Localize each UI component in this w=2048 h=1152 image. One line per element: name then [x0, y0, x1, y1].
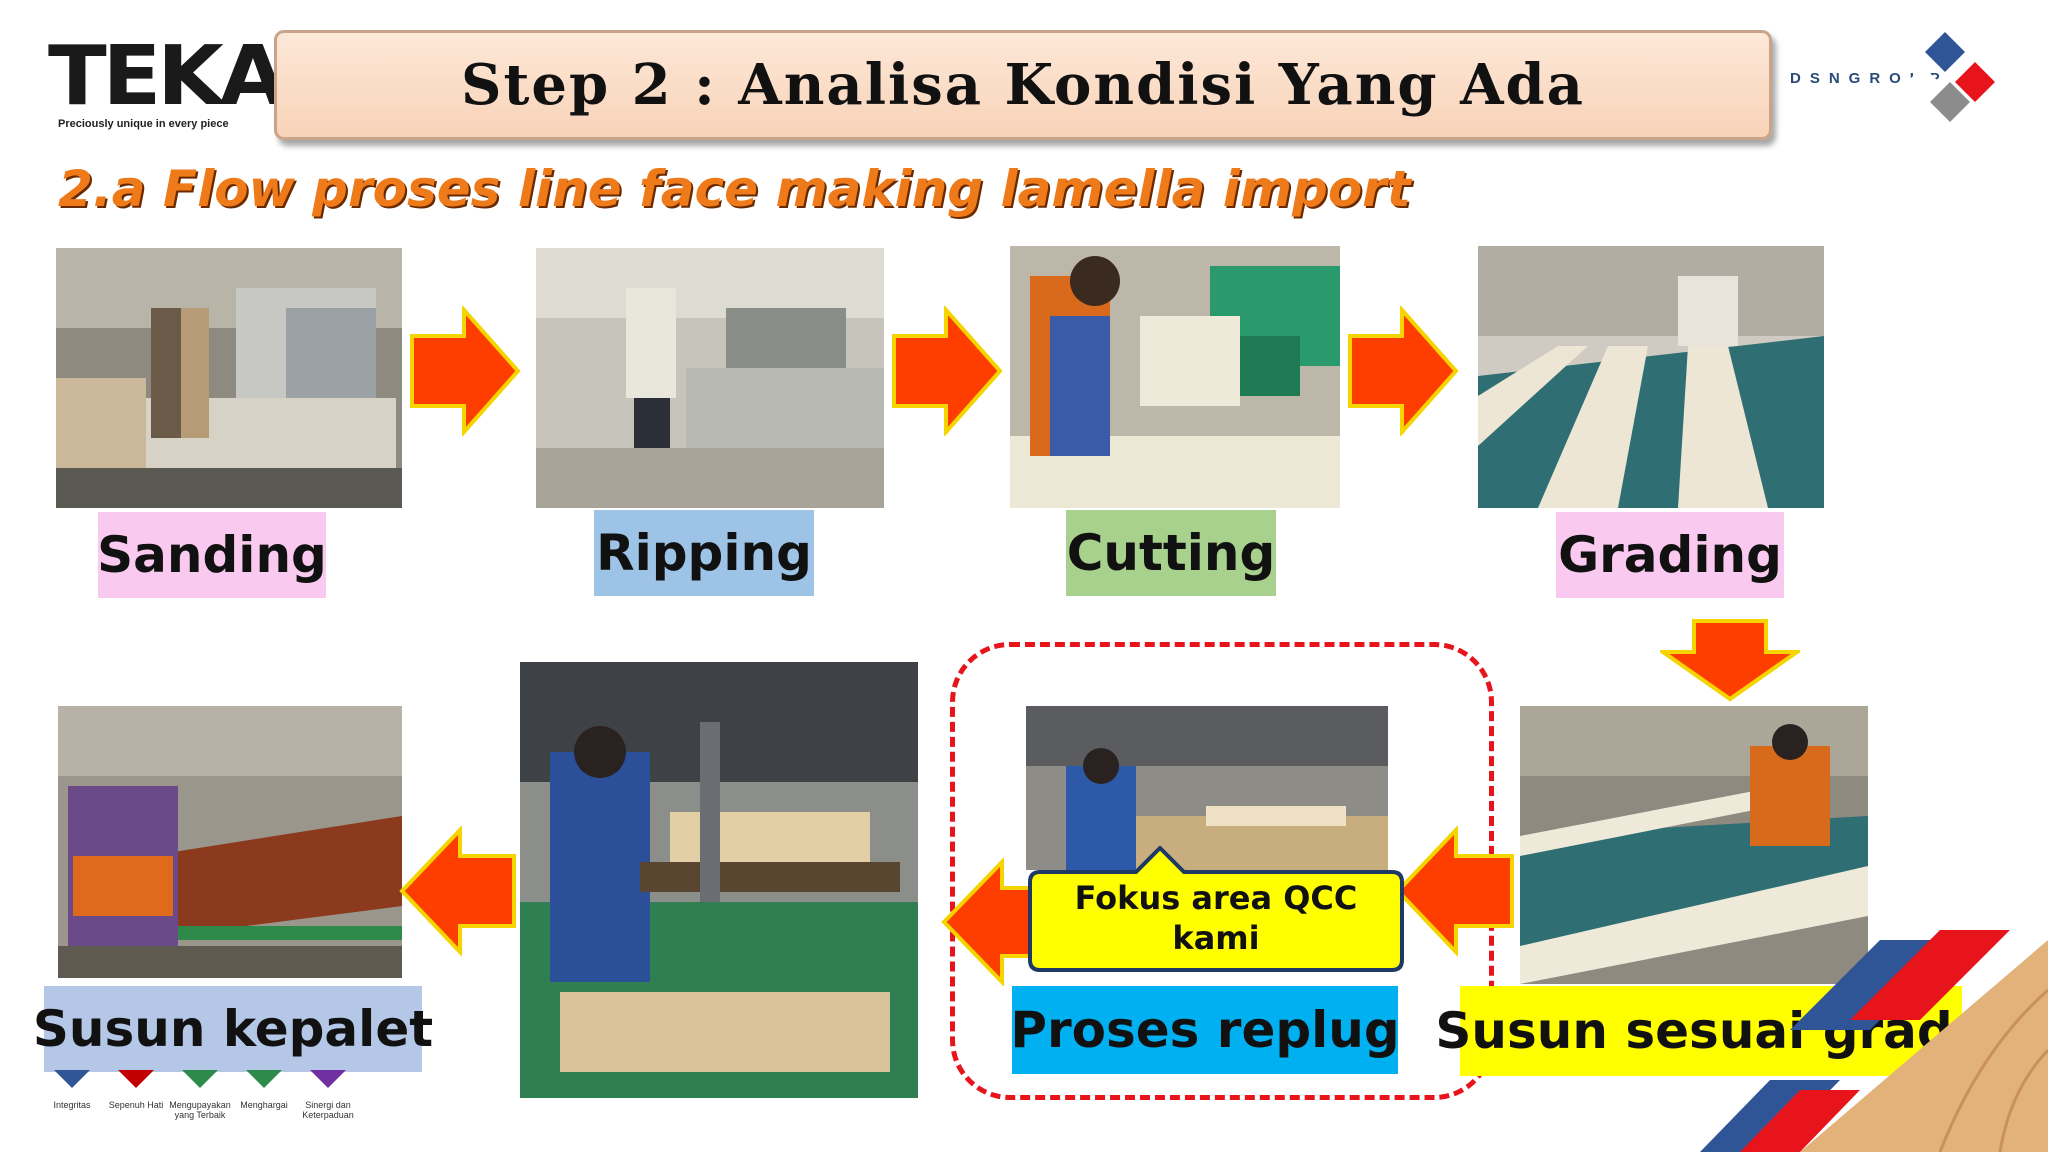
photo-cutting — [1010, 246, 1340, 508]
step-label-sanding: Sanding — [97, 512, 327, 598]
photo-grading — [1478, 246, 1824, 508]
title-banner: Step 2 : Analisa Kondisi Yang Ada — [274, 30, 1772, 140]
qcc-callout — [1026, 846, 1406, 974]
callout-line-2: kami — [1172, 919, 1260, 957]
value-label: Menghargai — [240, 1100, 288, 1110]
step-label-proses-replug: Proses replug — [1010, 986, 1400, 1074]
dsn-diamond-icon — [1895, 30, 2005, 130]
value-mengupayakan: Mengupayakan yang Terbaik — [168, 1068, 232, 1120]
value-integritas: Integritas — [40, 1068, 104, 1110]
arrow-right-icon — [1346, 306, 1460, 436]
arrow-left-icon — [1394, 826, 1516, 956]
value-label: Sinergi dan Keterpaduan — [302, 1100, 354, 1120]
arrow-down-icon — [1660, 618, 1800, 702]
wood-corner-decoration — [1540, 900, 2048, 1152]
company-values: Integritas Sepenuh Hati Mengupayakan yan… — [40, 1068, 360, 1120]
arrow-right-icon — [890, 306, 1004, 436]
value-menghargai: Menghargai — [232, 1068, 296, 1110]
photo-proses-replug — [1026, 706, 1388, 870]
photo-sanding — [56, 248, 402, 508]
page-title: Step 2 : Analisa Kondisi Yang Ada — [461, 52, 1585, 118]
value-label: Integritas — [53, 1100, 91, 1110]
value-label: Mengupayakan yang Terbaik — [169, 1100, 231, 1120]
arrow-right-icon — [408, 306, 522, 436]
value-sinergi: Sinergi dan Keterpaduan — [296, 1068, 360, 1120]
step-label-grading: Grading — [1556, 512, 1784, 598]
section-subtitle: 2.a Flow proses line face making lamella… — [58, 160, 1411, 218]
step-label-cutting: Cutting — [1066, 510, 1276, 596]
photo-susun-sesuai-grade — [1520, 706, 1868, 984]
callout-text: Fokus area QCC kami — [1026, 878, 1406, 958]
arrow-left-icon — [398, 826, 518, 956]
photo-susun-kepalet — [58, 706, 402, 978]
dsn-group-logo-text: DSNGROUP — [1790, 70, 1949, 87]
step-label-ripping: Ripping — [594, 510, 814, 596]
logo-tagline: Preciously unique in every piece — [58, 118, 229, 130]
value-sepenuh-hati: Sepenuh Hati — [104, 1068, 168, 1110]
step-label-susun-kepalet: Susun kepalet — [33, 986, 433, 1072]
value-label: Sepenuh Hati — [108, 1100, 164, 1110]
callout-line-1: Fokus area QCC — [1074, 879, 1358, 917]
logo-word: TEKA — [48, 29, 286, 124]
photo-workbench — [520, 662, 918, 1098]
teka-logo: TEKA Preciously unique in every piece — [48, 36, 286, 136]
photo-ripping — [536, 248, 884, 508]
